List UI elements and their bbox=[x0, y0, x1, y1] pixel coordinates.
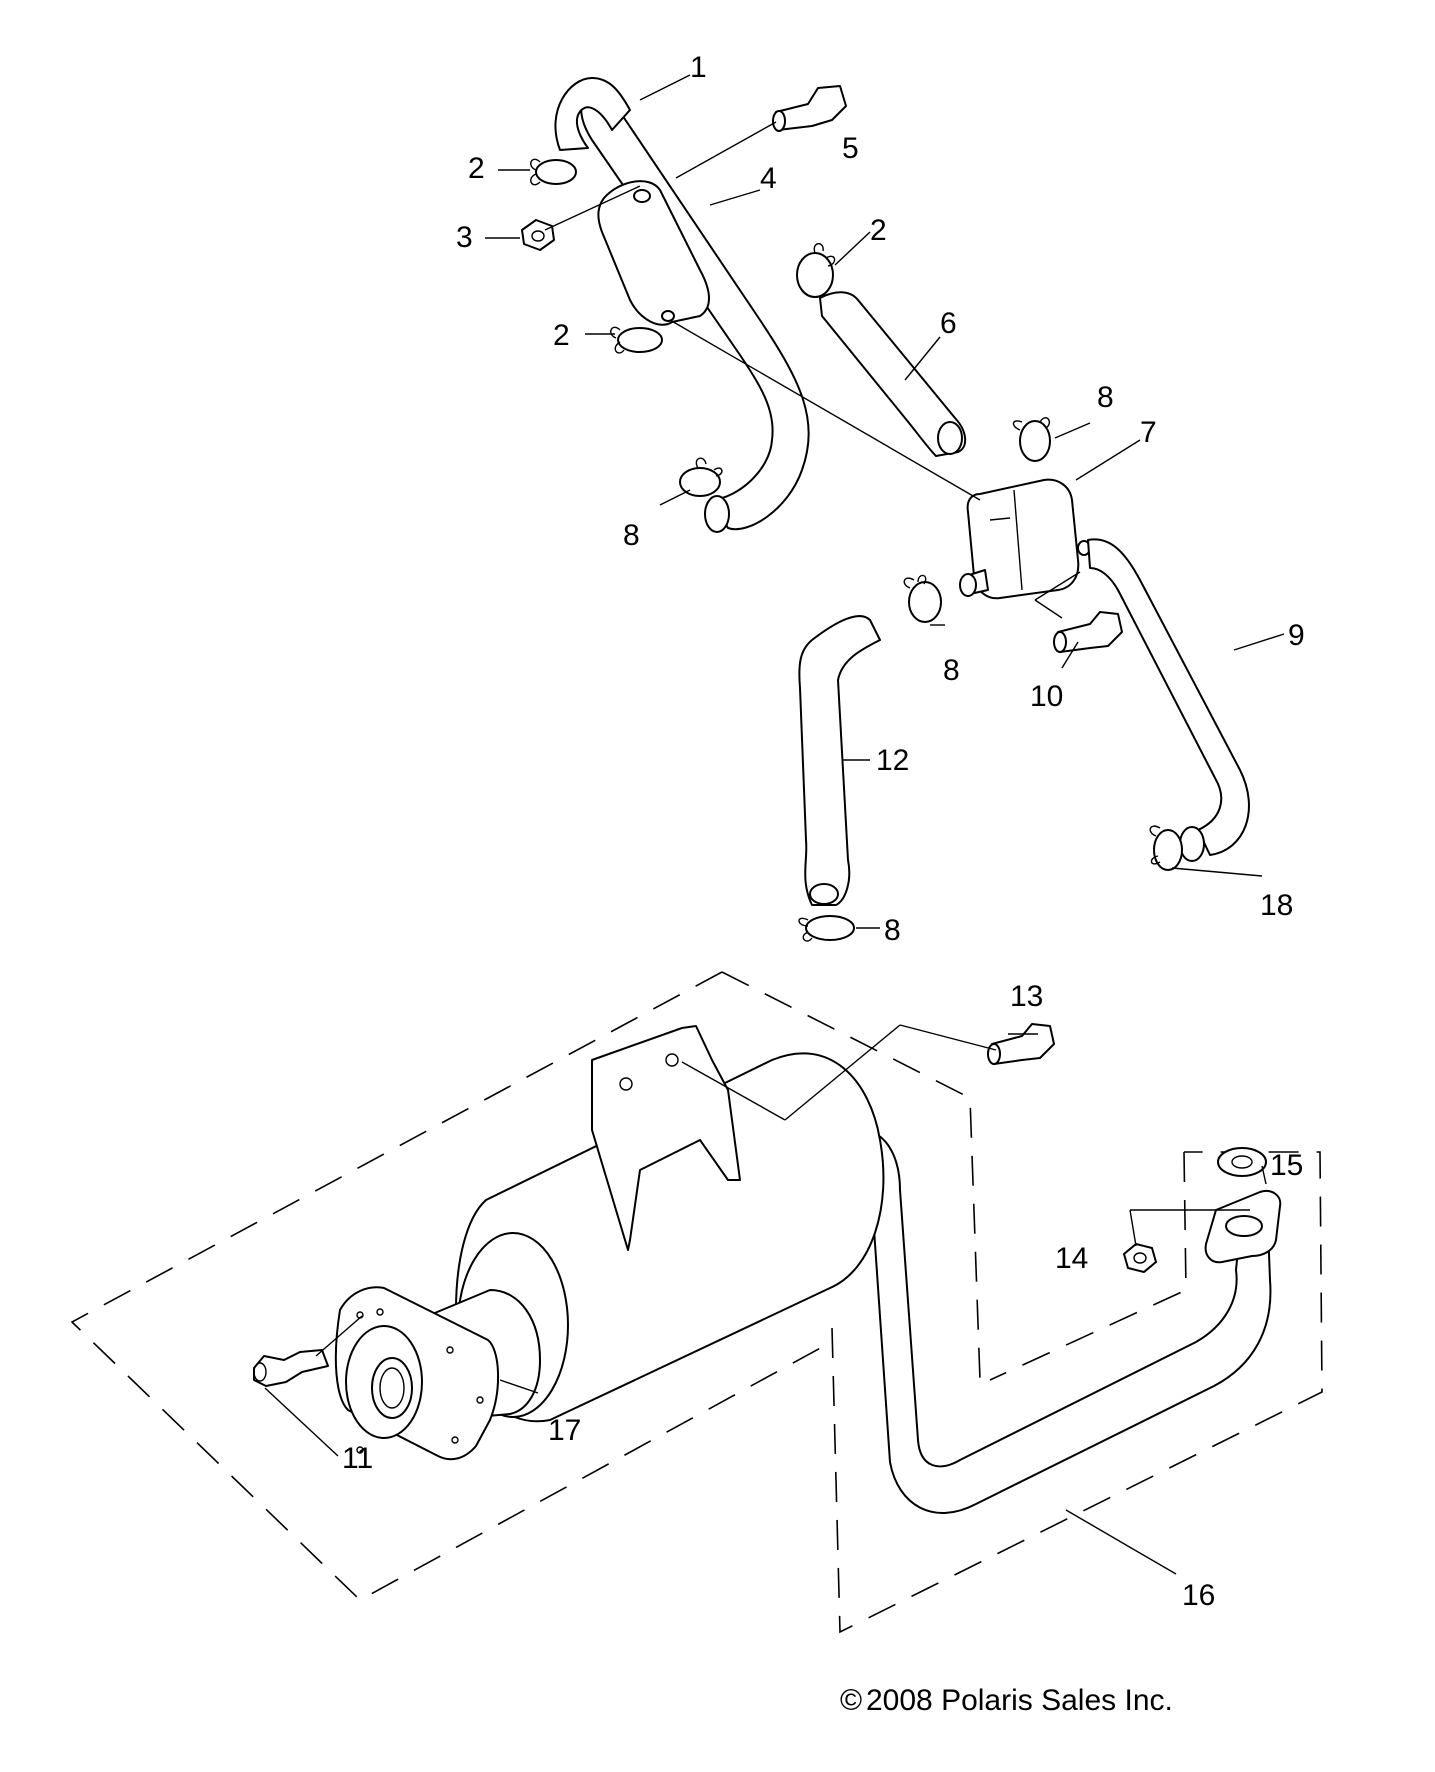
muffler-mounting-bracket bbox=[591, 1025, 741, 1251]
callout-13: 13 bbox=[1010, 980, 1043, 1013]
copyright-text: 2008 Polaris Sales Inc. bbox=[866, 1684, 1173, 1717]
part-4-valve-housing bbox=[597, 180, 710, 326]
part-10-bolt bbox=[1053, 611, 1123, 653]
part-16-head-pipe bbox=[839, 1127, 1282, 1514]
leader-lines bbox=[264, 74, 1285, 1575]
callout-3: 3 bbox=[456, 221, 473, 254]
callout-16: 16 bbox=[1182, 1579, 1215, 1612]
part-8-hose-clamp-d bbox=[798, 915, 855, 942]
part-17-muffler bbox=[334, 1052, 885, 1461]
part-14-nut bbox=[1123, 1243, 1157, 1273]
part-8-hose-clamp-b bbox=[679, 457, 723, 497]
part-11-bolt bbox=[253, 1349, 329, 1387]
part-12-hose bbox=[798, 615, 881, 906]
part-2-hose-clamp-a bbox=[530, 158, 577, 186]
callout-9: 9 bbox=[1288, 619, 1305, 652]
part-18-hose-clamp bbox=[1149, 825, 1183, 871]
callout-1: 1 bbox=[690, 51, 707, 84]
callout-14: 14 bbox=[1055, 1242, 1088, 1275]
part-9-hose bbox=[1087, 538, 1250, 862]
part-8-hose-clamp-c bbox=[903, 574, 942, 623]
part-2-hose-clamp-b bbox=[796, 243, 836, 298]
copyright-notice: © 2008 Polaris Sales Inc. bbox=[840, 1684, 1173, 1717]
part-3-nut bbox=[521, 219, 555, 251]
callout-8-c: 8 bbox=[943, 654, 960, 687]
callout-2-a: 2 bbox=[468, 152, 485, 185]
callout-10: 10 bbox=[1030, 680, 1063, 713]
callout-12: 12 bbox=[876, 744, 909, 777]
callout-6: 6 bbox=[940, 307, 957, 340]
part-15-gasket bbox=[1217, 1147, 1267, 1177]
copyright-symbol: © bbox=[840, 1684, 862, 1717]
callout-18: 18 bbox=[1260, 889, 1293, 922]
callout-7: 7 bbox=[1140, 416, 1157, 449]
callout-15: 15 bbox=[1270, 1149, 1303, 1182]
part-13-bolt bbox=[987, 1023, 1055, 1065]
callout-4: 4 bbox=[760, 162, 777, 195]
part-6-hose bbox=[819, 291, 967, 457]
callout-11: 11 bbox=[342, 1442, 373, 1475]
part-8-hose-clamp-a bbox=[1012, 417, 1051, 462]
callout-2-b: 2 bbox=[870, 214, 887, 247]
part-5-bolt bbox=[772, 85, 847, 132]
part-7-air-valve bbox=[959, 478, 1091, 600]
exhaust-assembly-outline bbox=[70, 971, 1323, 1634]
part-2-hose-clamp-c bbox=[610, 326, 663, 354]
callout-5: 5 bbox=[842, 132, 859, 165]
callout-2-c: 2 bbox=[553, 319, 570, 352]
callout-8-b: 8 bbox=[623, 519, 640, 552]
callout-8-d: 8 bbox=[884, 914, 901, 947]
callout-8-a: 8 bbox=[1097, 381, 1114, 414]
callout-labels: 1 2 3 4 5 2 2 6 8 7 8 8 10 9 12 8 18 13 … bbox=[342, 51, 1305, 1612]
callout-17: 17 bbox=[548, 1414, 581, 1447]
